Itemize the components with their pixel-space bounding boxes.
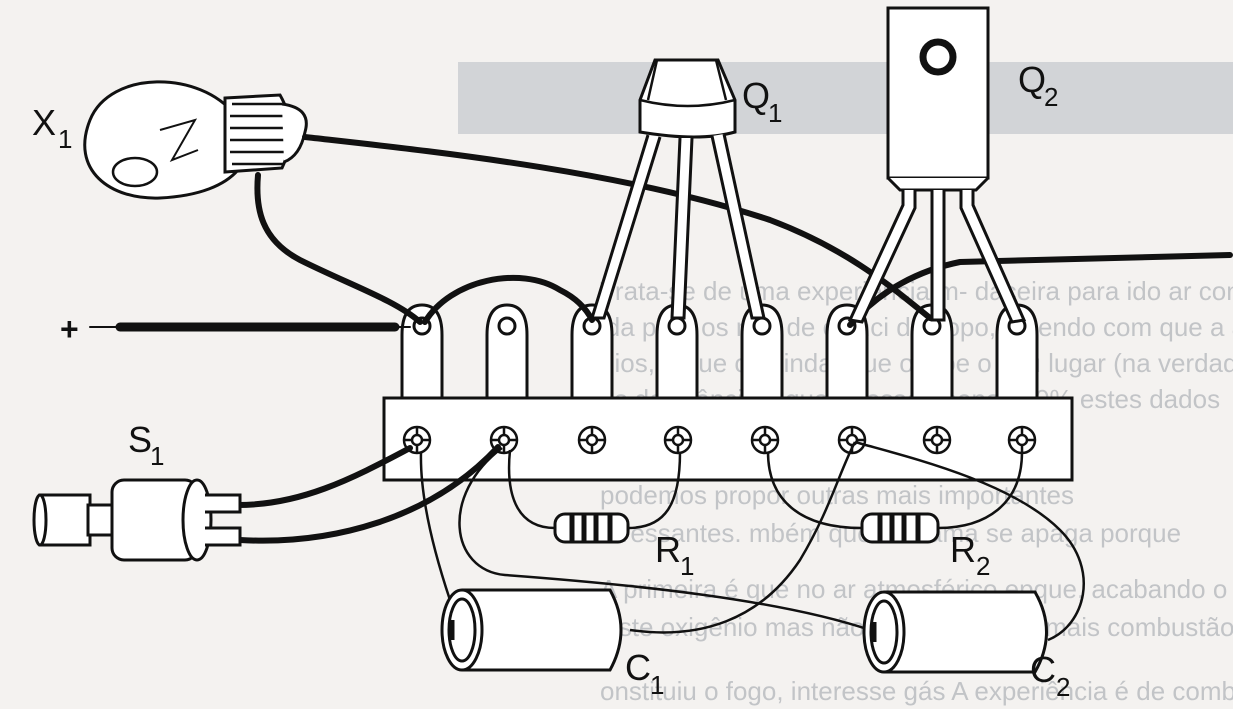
x1-label-sub: 1	[58, 124, 72, 154]
terminal-strip	[382, 303, 1074, 482]
c1-body	[462, 588, 623, 672]
r1-lead-left	[507, 449, 556, 530]
bleed-banner	[458, 62, 1233, 134]
c2-lead-right	[854, 440, 1085, 642]
transistor-q1	[589, 58, 766, 320]
switch-wire-a	[235, 445, 413, 508]
x1-label: X	[32, 102, 56, 143]
capacitor-c1	[440, 588, 623, 672]
r2-body	[860, 512, 940, 544]
r2-label-sub: 2	[976, 551, 990, 581]
r1-lead-right	[627, 451, 682, 530]
plus-label: +	[60, 311, 79, 347]
resistor-leads	[419, 440, 1085, 642]
c1-label-sub: 1	[650, 670, 664, 700]
resistor-r1	[553, 512, 630, 544]
s1-label-sub: 1	[150, 441, 164, 471]
jumper-wire	[422, 274, 595, 325]
r2-lead-right	[937, 451, 1024, 530]
terminal-strip-base	[382, 396, 1074, 482]
r1-label: R	[655, 529, 681, 570]
q2-label-sub: 2	[1044, 82, 1058, 112]
lamp-wire-a	[254, 172, 423, 325]
c1-lead-left	[419, 451, 452, 601]
capacitor-c2	[862, 590, 1048, 674]
switch-s1	[32, 478, 242, 562]
terminal-lug	[570, 303, 614, 400]
lamp-base	[223, 93, 292, 174]
c1-label: C	[625, 647, 651, 688]
terminal-lug	[400, 303, 444, 400]
s1-label: S	[128, 419, 152, 460]
q1-lead-b	[670, 137, 694, 320]
q2-lead-3	[959, 190, 1027, 324]
c2-body	[884, 590, 1048, 674]
c2-label: C	[1030, 649, 1056, 690]
lamp-x1	[83, 80, 308, 200]
q1-label-sub: 1	[768, 98, 782, 128]
q2-mount-hole	[919, 38, 957, 76]
switch-wire-b	[237, 444, 501, 544]
terminal-lug	[825, 303, 869, 400]
lamp-bulb	[83, 80, 240, 200]
q1-body	[638, 58, 737, 139]
q2-body	[886, 6, 990, 180]
wiring	[89, 134, 1233, 544]
bleed-line-1: Trata-se de uma experiência m- daceira p…	[600, 276, 1233, 306]
transistor-q2	[847, 6, 1027, 324]
q2-lead-1	[847, 190, 917, 324]
q2-bevel	[886, 176, 990, 192]
q1-lead-e	[589, 134, 662, 320]
switch-terminals	[205, 493, 242, 547]
q1-lead-c	[710, 133, 766, 320]
c2-label-sub: 2	[1056, 672, 1070, 702]
bleed-line-9: onstituiu o fogo, interesse gás A experi…	[600, 676, 1233, 706]
r1-body	[553, 512, 630, 544]
q2-label: Q	[1018, 59, 1046, 100]
terminal-lug	[485, 303, 529, 400]
q1-label: Q	[742, 75, 770, 116]
resistor-r2	[860, 512, 940, 544]
r1-label-sub: 1	[680, 551, 694, 581]
r2-lead-left	[766, 451, 863, 530]
c1-lead-right	[629, 441, 857, 634]
strip-rivets	[402, 425, 1037, 455]
r2-label: R	[950, 529, 976, 570]
c2-lead-left	[458, 447, 871, 632]
q2-lead-2	[930, 190, 946, 322]
